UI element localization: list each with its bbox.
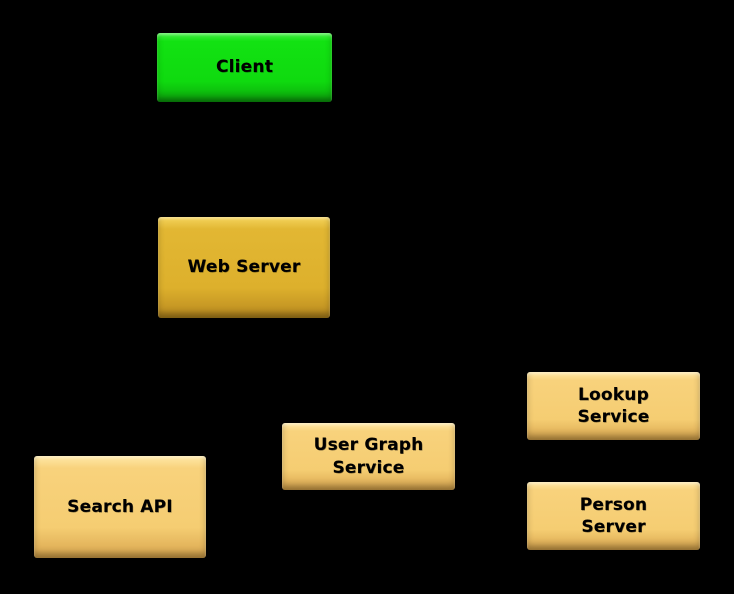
diagram-node-person-server: Person Server [527, 482, 700, 550]
node-label-web-server: Web Server [187, 257, 301, 278]
node-label-user-graph-service: User Graph Service [313, 435, 424, 478]
diagram-node-search-api: Search API [34, 456, 206, 558]
node-label-person-server: Person Server [579, 494, 648, 537]
node-label-search-api: Search API [67, 496, 173, 517]
diagram-node-web-server: Web Server [158, 217, 330, 318]
diagram-node-lookup-service: Lookup Service [527, 372, 700, 440]
diagram-node-client: Client [157, 33, 332, 102]
node-label-lookup-service: Lookup Service [577, 384, 650, 427]
node-label-client: Client [215, 57, 274, 78]
diagram-node-user-graph-service: User Graph Service [282, 423, 455, 490]
